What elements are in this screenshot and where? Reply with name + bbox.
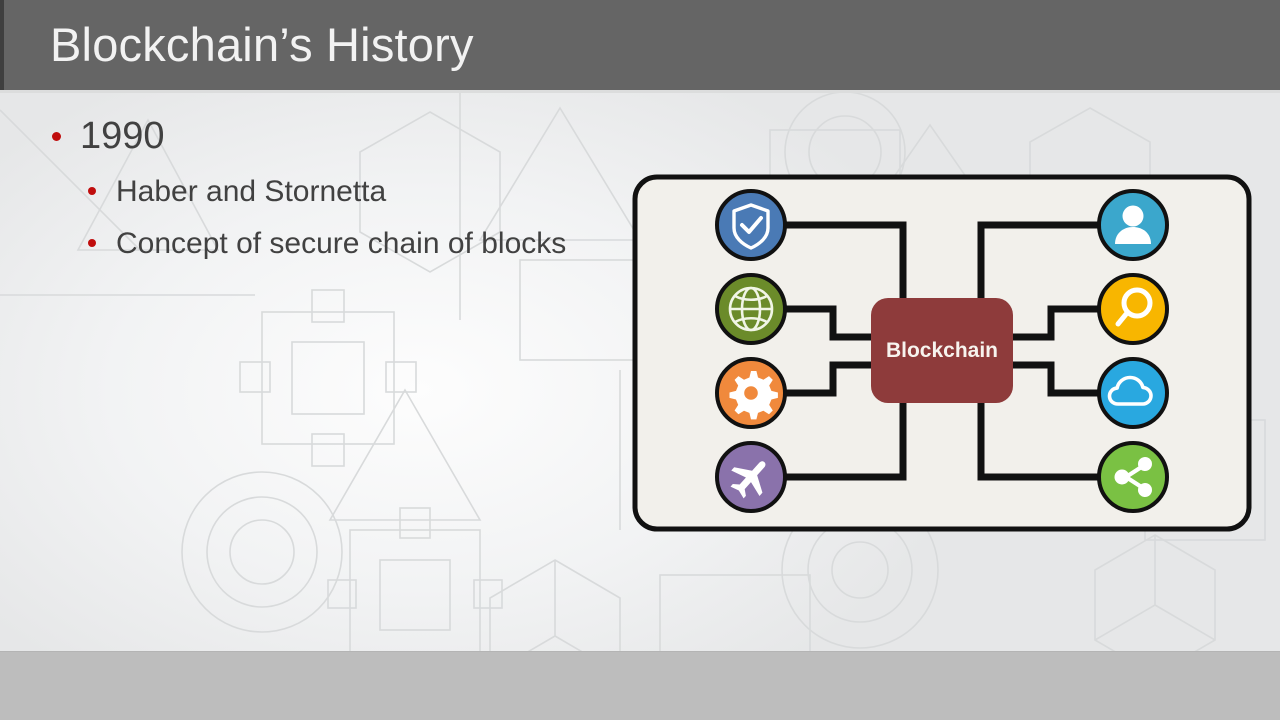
node-user[interactable]: [1097, 189, 1169, 261]
bottom-band-top-line: [0, 651, 1280, 652]
airplane-icon: [730, 461, 766, 499]
bullet-item-level2: Concept of secure chain of blocks: [44, 218, 574, 270]
slide-bottom-band: [0, 651, 1280, 720]
bullet-text: Haber and Stornetta: [116, 175, 387, 208]
slide-title-bar: Blockchain’s History: [0, 0, 1280, 90]
node-circle: [1097, 357, 1169, 429]
node-circle: [1097, 441, 1169, 513]
center-node-blockchain[interactable]: Blockchain: [871, 298, 1013, 403]
shield-check-icon: [732, 203, 770, 250]
gear-icon: [729, 371, 778, 420]
node-circle: [715, 189, 787, 261]
bullet-item-level1: 1990: [44, 110, 574, 162]
bullet-item-level2: Haber and Stornetta: [44, 166, 574, 218]
magnifier-icon: [1115, 287, 1153, 327]
node-circle: [1097, 273, 1169, 345]
bullet-text: Concept of secure chain of blocks: [116, 227, 567, 260]
node-share[interactable]: [1097, 441, 1169, 513]
node-globe[interactable]: [715, 273, 787, 345]
node-shield-check[interactable]: [715, 189, 787, 261]
bullet-text: 1990: [80, 115, 165, 157]
title-bar-underline: [0, 90, 1280, 93]
node-cloud[interactable]: [1097, 357, 1169, 429]
share-nodes-icon: [1114, 457, 1152, 497]
page-title: Blockchain’s History: [50, 18, 474, 71]
node-airplane[interactable]: [715, 441, 787, 513]
bullet-marker-icon: [88, 187, 96, 195]
node-magnifier[interactable]: [1097, 273, 1169, 345]
bullet-marker-icon: [52, 132, 61, 141]
node-gear[interactable]: [715, 357, 787, 429]
slide-body-bullet-list: 1990 Haber and Stornetta Concept of secu…: [44, 110, 574, 270]
bullet-marker-icon: [88, 239, 96, 247]
center-node-label: Blockchain: [886, 339, 998, 362]
center-node-shape: [871, 298, 1013, 403]
blockchain-diagram: Blockchain: [632, 174, 1252, 532]
cloud-icon: [1107, 375, 1153, 406]
title-bar-left-edge: [0, 0, 4, 90]
user-icon: [1115, 205, 1151, 244]
diagram-connectors: [785, 221, 1099, 481]
globe-icon: [728, 286, 774, 332]
